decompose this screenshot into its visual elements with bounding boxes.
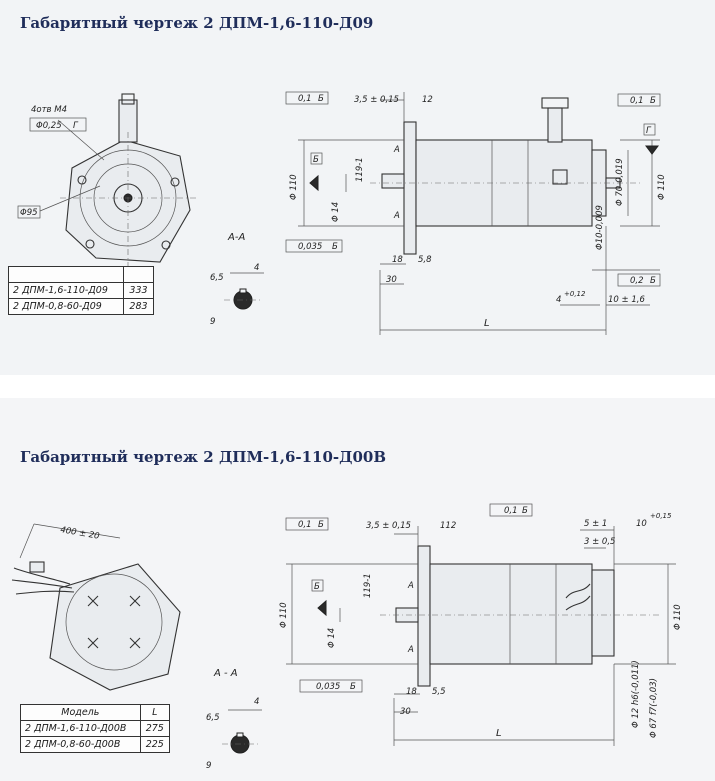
- dia-10-label: Φ10-0,009: [595, 205, 605, 250]
- runout-4-value: 0,2: [630, 276, 644, 286]
- sec-mark-bottom-2: А: [407, 645, 414, 655]
- key-w-label: 4: [254, 263, 259, 273]
- section-label-1: А-А: [227, 232, 245, 243]
- table-row: 2 ДПМ-0,8-60-Д00В 225: [20, 736, 171, 753]
- table-row: 2 ДПМ-0,8-60-Д09 283: [8, 298, 155, 315]
- datum-b-label: Б: [313, 155, 319, 165]
- section-label-2: А - А: [213, 668, 238, 679]
- runout-2-base-2: Б: [350, 682, 356, 692]
- dia-110r-label-2: Φ 110: [673, 604, 683, 630]
- model-cell: 2 ДПМ-0,8-60-Д09: [8, 298, 124, 315]
- shaft-d-label: 9: [210, 317, 215, 327]
- table-row: [8, 266, 155, 283]
- length-label-2: L: [496, 728, 502, 739]
- dim-h-label: 119-1: [355, 157, 365, 182]
- key-h-label-2: 6,5: [206, 713, 220, 723]
- table-row: 2 ДПМ-1,6-110-Д09 333: [8, 282, 155, 299]
- holes-label: 4отв М4: [31, 105, 67, 115]
- dimensions-1: [298, 92, 660, 335]
- runout-2-value: 0,035: [298, 242, 322, 252]
- model-cell: 2 ДПМ-1,6-110-Д09: [8, 282, 124, 299]
- runout-4-base: Б: [650, 276, 656, 286]
- model-table-1: 2 ДПМ-1,6-110-Д09 333 2 ДПМ-0,8-60-Д09 2…: [8, 266, 155, 315]
- drawing-title-2: Габаритный чертеж 2 ДПМ-1,6-110-Д00В: [20, 448, 387, 466]
- model-cell: [8, 266, 124, 283]
- section-aa-1: А-А 6,5 4 9: [210, 232, 264, 327]
- side-view-2: [380, 545, 660, 687]
- dim-55-label-2: 5,5: [432, 687, 446, 697]
- table-row: 2 ДПМ-1,6-110-Д00В 275: [20, 720, 171, 737]
- runout-2-value-2: 0,035: [316, 682, 340, 692]
- dim-18-label: 18: [392, 255, 403, 265]
- end-view-2: [11, 523, 181, 691]
- model-cell: 2 ДПМ-1,6-110-Д00В: [20, 720, 141, 737]
- length-cell: 283: [122, 298, 155, 315]
- runout-2-base: Б: [332, 242, 338, 252]
- sec-mark-top: А: [393, 145, 400, 155]
- runout-1-value-2: 0,1: [298, 520, 312, 530]
- drawing-sheet-2: Габаритный чертеж 2 ДПМ-1,6-110-Д00В 400…: [0, 398, 715, 781]
- dim-h-label-2: 119-1: [363, 573, 373, 598]
- length-cell: 275: [139, 720, 171, 737]
- dia-12-label-2: Φ 12 h6(-0,011): [631, 660, 641, 728]
- flange-gap-label-2: 3,5 ± 0,15: [366, 521, 411, 531]
- header-model: Модель: [20, 704, 141, 721]
- motor-drawing-2: 400 ± 20 А - А 6,5 4 9: [11, 503, 683, 771]
- dia-67-label-2: Φ 67 f7(-0,03): [649, 678, 659, 738]
- hole-base-label: Г: [73, 121, 79, 131]
- runout-top-value-2: 0,1: [504, 506, 518, 516]
- lead-label: 400 ± 20: [59, 525, 100, 542]
- sec-mark-top-2: А: [407, 581, 414, 591]
- model-table-2: Модель L 2 ДПМ-1,6-110-Д00В 275 2 ДПМ-0,…: [20, 704, 171, 753]
- drawing-sheet-1: Габаритный чертеж 2 ДПМ-1,6-110-Д09 4отв…: [0, 0, 715, 375]
- model-cell: 2 ДПМ-0,8-60-Д00В: [20, 736, 141, 753]
- flange-thk-label-2: 112: [440, 521, 456, 531]
- dia-70-label: Φ 70-0,019: [615, 158, 625, 206]
- sec-mark-bottom: А: [393, 211, 400, 221]
- dim-30-label: 30: [386, 275, 397, 285]
- header-l: L: [139, 704, 171, 721]
- length-cell: [122, 266, 155, 283]
- dim-3-label-2: 3 ± 0,5: [584, 537, 615, 547]
- key-w-label-2: 4: [254, 697, 259, 707]
- dia-110-label: Φ 110: [289, 174, 299, 200]
- length-cell: 225: [139, 736, 171, 753]
- datum-b-label-2: Б: [314, 582, 320, 592]
- runout-1-value: 0,1: [298, 94, 312, 104]
- table-header-row: Модель L: [20, 704, 171, 721]
- dia-14-label-2: Φ 14: [327, 628, 337, 648]
- length-cell: 333: [122, 282, 155, 299]
- dim-5-label-2: 5 ± 1: [584, 519, 607, 529]
- dia-110r-label: Φ 110: [657, 174, 667, 200]
- datum-g-label: Г: [646, 126, 652, 136]
- dim-10-tol-2: +0,15: [650, 512, 672, 520]
- runout-1-base-2: Б: [318, 520, 324, 530]
- key-h-label: 6,5: [210, 273, 224, 283]
- motor-drawing-1: 4отв М4 Φ0,25 Г Φ95 А-А 6,5 4 9: [17, 91, 667, 335]
- section-aa-2: А - А 6,5 4 9: [206, 668, 262, 771]
- end-view-1: [39, 93, 198, 266]
- runout-1-base: Б: [318, 94, 324, 104]
- flange-gap-label: 3,5 ± 0,15: [354, 95, 399, 105]
- length-label-1: L: [484, 318, 490, 329]
- runout-top-base-2: Б: [522, 506, 528, 516]
- dim-58-label: 5,8: [418, 255, 432, 265]
- dim-4-tol: +0,12: [564, 290, 586, 298]
- dim-1016-label: 10 ± 1,6: [608, 295, 645, 305]
- dia-14-label: Φ 14: [331, 202, 341, 222]
- flange-thk-label: 12: [422, 95, 433, 105]
- runout-3-value: 0,1: [630, 96, 644, 106]
- dim-30-label-2: 30: [400, 707, 411, 717]
- dim-4-label: 4: [556, 295, 561, 305]
- side-view-1: [370, 97, 640, 255]
- dim-10-label-2: 10: [636, 519, 647, 529]
- dim-18-label-2: 18: [406, 687, 417, 697]
- drawing-title-1: Габаритный чертеж 2 ДПМ-1,6-110-Д09: [20, 14, 374, 32]
- dia-110-label-2: Φ 110: [279, 602, 289, 628]
- dimensions-2: [286, 526, 676, 746]
- hole-tol-label: Φ0,25: [36, 121, 62, 131]
- shaft-d-label-2: 9: [206, 761, 211, 771]
- pcd-label: Φ95: [20, 208, 38, 218]
- runout-3-base: Б: [650, 96, 656, 106]
